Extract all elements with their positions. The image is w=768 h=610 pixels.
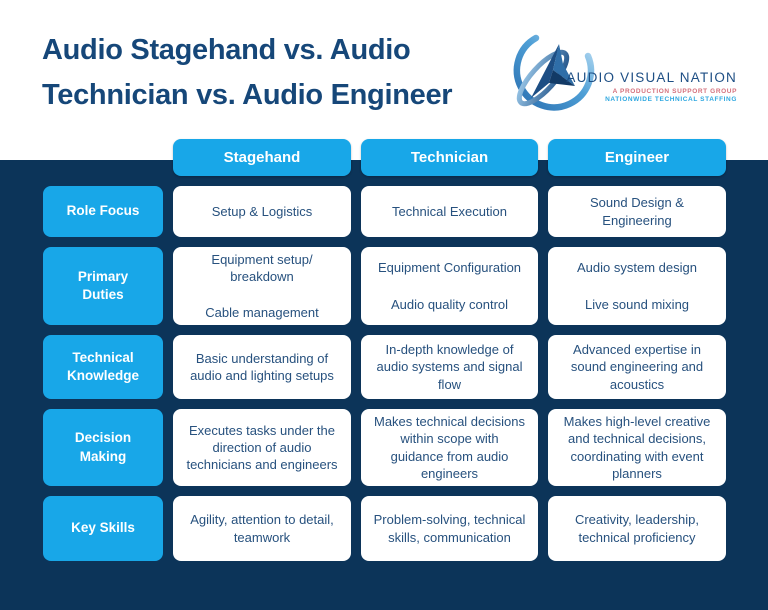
cell-role-focus-stagehand: Setup & Logistics: [173, 186, 351, 237]
cell-role-focus-engineer: Sound Design & Engineering: [548, 186, 726, 237]
row-label-primary-duties: Primary Duties: [43, 247, 163, 325]
cell-decision-making-technician: Makes technical decisions within scope w…: [361, 409, 538, 486]
column-header-stagehand: Stagehand: [173, 139, 351, 176]
cell-role-focus-technician: Technical Execution: [361, 186, 538, 237]
cell-key-skills-engineer: Creativity, leadership, technical profic…: [548, 496, 726, 561]
row-label-decision-making: Decision Making: [43, 409, 163, 486]
avn-logo: AUDIO VISUAL NATION A PRODUCTION SUPPORT…: [503, 24, 737, 116]
row-label-role-focus: Role Focus: [43, 186, 163, 237]
avn-logo-tagline2: NATIONWIDE TECHNICAL STAFFING: [605, 96, 737, 103]
page-title-line2: Technician vs. Audio Engineer: [42, 79, 453, 111]
corner-spacer: [43, 139, 163, 176]
cell-decision-making-stagehand: Executes tasks under the direction of au…: [173, 409, 351, 486]
avn-logo-text: AUDIO VISUAL NATION A PRODUCTION SUPPORT…: [566, 70, 737, 103]
comparison-table: Stagehand Technician Engineer Role Focus…: [43, 139, 726, 561]
avn-logo-tagline1: A PRODUCTION SUPPORT GROUP: [612, 88, 737, 95]
cell-key-skills-stagehand: Agility, attention to detail, teamwork: [173, 496, 351, 561]
cell-technical-knowledge-engineer: Advanced expertise in sound engineering …: [548, 335, 726, 399]
cell-decision-making-engineer: Makes high-level creative and technical …: [548, 409, 726, 486]
cell-primary-duties-technician: Equipment Configuration Audio quality co…: [361, 247, 538, 325]
row-label-technical-knowledge: Technical Knowledge: [43, 335, 163, 399]
cell-technical-knowledge-stagehand: Basic understanding of audio and lightin…: [173, 335, 351, 399]
page-title-line1: Audio Stagehand vs. Audio: [42, 34, 411, 66]
cell-primary-duties-engineer: Audio system design Live sound mixing: [548, 247, 726, 325]
row-label-key-skills: Key Skills: [43, 496, 163, 561]
column-header-technician: Technician: [361, 139, 538, 176]
avn-logo-name: AUDIO VISUAL NATION: [566, 70, 737, 85]
avn-logo-mark-icon: [513, 34, 595, 111]
cell-primary-duties-stagehand: Equipment setup/ breakdown Cable managem…: [173, 247, 351, 325]
cell-technical-knowledge-technician: In-depth knowledge of audio systems and …: [361, 335, 538, 399]
page-title: Audio Stagehand vs. Audio Technician vs.…: [42, 28, 453, 118]
column-header-engineer: Engineer: [548, 139, 726, 176]
cell-key-skills-technician: Problem-solving, technical skills, commu…: [361, 496, 538, 561]
